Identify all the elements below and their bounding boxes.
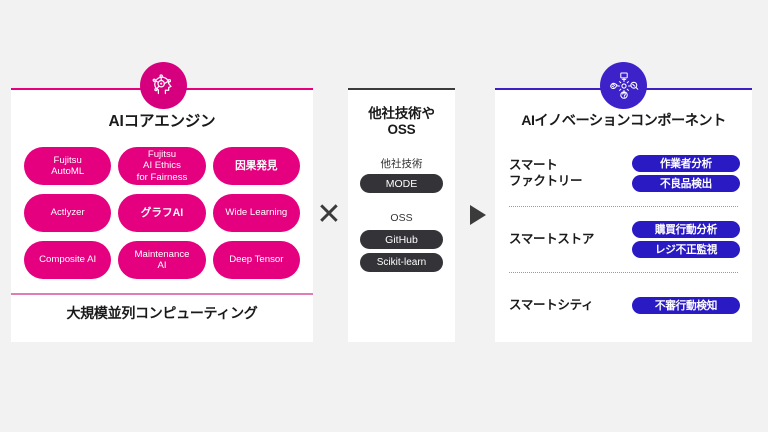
multiply-symbol: ✕: [316, 198, 342, 231]
smart-factory-row: スマート ファクトリー 作業者分析 不良品検出: [495, 150, 752, 196]
right-panel-title: AIイノベーションコンポーネント: [521, 113, 726, 129]
smart-city-label: スマートシティ: [509, 297, 594, 312]
smart-store-row: スマートストア 購買行動分析 レジ不正監視: [495, 216, 752, 262]
large-scale-parallel-computing-label: 大規模並列コンピューティング: [66, 305, 258, 321]
ai-innovation-component-panel: AIイノベーションコンポーネント スマート ファクトリー 作業者分析 不良品検出…: [495, 88, 752, 342]
partner-tech-oss-panel: 他社技術や OSS 他社技術 MODE OSS GitHub Scikit-le…: [348, 88, 455, 342]
row-divider-2: [509, 272, 738, 273]
row-divider-1: [509, 206, 738, 207]
pill-actlyzer[interactable]: Actlyzer: [24, 194, 112, 232]
pill-graph-ai[interactable]: グラフAI: [118, 194, 206, 232]
pill-fujitsu-ai-ethics[interactable]: Fujitsu AI Ethics for Fairness: [118, 147, 206, 185]
pill-deep-tensor[interactable]: Deep Tensor: [212, 241, 300, 279]
pill-suspicious-behavior-detection[interactable]: 不審行動検知: [632, 296, 740, 314]
smart-city-row: スマートシティ 不審行動検知: [495, 282, 752, 328]
left-panel-title: AIコアエンジン: [108, 113, 216, 130]
smart-city-pills: 不審行動検知: [632, 282, 740, 328]
pill-causal-discovery[interactable]: 因果発見: [212, 147, 300, 185]
pill-maintenance-ai[interactable]: Maintenance AI: [118, 241, 206, 279]
mid-panel-title: 他社技術や OSS: [368, 106, 435, 138]
left-panel-divider: [11, 293, 313, 295]
partner-tech-section-label: 他社技術: [380, 158, 423, 170]
smart-store-label: スマートストア: [509, 231, 595, 246]
smart-solutions-icon: [600, 62, 647, 109]
smart-factory-label: スマート ファクトリー: [509, 157, 583, 188]
ai-core-engine-panel: AIコアエンジン Fujitsu AutoML Fujitsu AI Ethic…: [11, 88, 313, 342]
pill-purchase-behavior-analysis[interactable]: 購買行動分析: [632, 220, 740, 238]
pill-wide-learning[interactable]: Wide Learning: [212, 194, 300, 232]
pill-defect-detection[interactable]: 不良品検出: [632, 174, 740, 192]
pill-scikit-learn[interactable]: Scikit-learn: [360, 253, 443, 272]
oss-section-label: OSS: [390, 212, 413, 224]
pill-composite-ai[interactable]: Composite AI: [24, 241, 112, 279]
pill-worker-analysis[interactable]: 作業者分析: [632, 154, 740, 172]
ai-core-engine-pill-grid: Fujitsu AutoML Fujitsu AI Ethics for Fai…: [24, 147, 300, 279]
pill-fujitsu-automl[interactable]: Fujitsu AutoML: [24, 147, 112, 185]
pill-github[interactable]: GitHub: [360, 230, 443, 249]
pill-mode[interactable]: MODE: [360, 174, 443, 193]
smart-store-pills: 購買行動分析 レジ不正監視: [632, 216, 740, 262]
smart-factory-pills: 作業者分析 不良品検出: [632, 150, 740, 196]
pill-checkout-fraud-monitoring[interactable]: レジ不正監視: [632, 240, 740, 258]
ai-brain-head-icon: [140, 62, 187, 109]
play-arrow-symbol: [460, 198, 494, 232]
